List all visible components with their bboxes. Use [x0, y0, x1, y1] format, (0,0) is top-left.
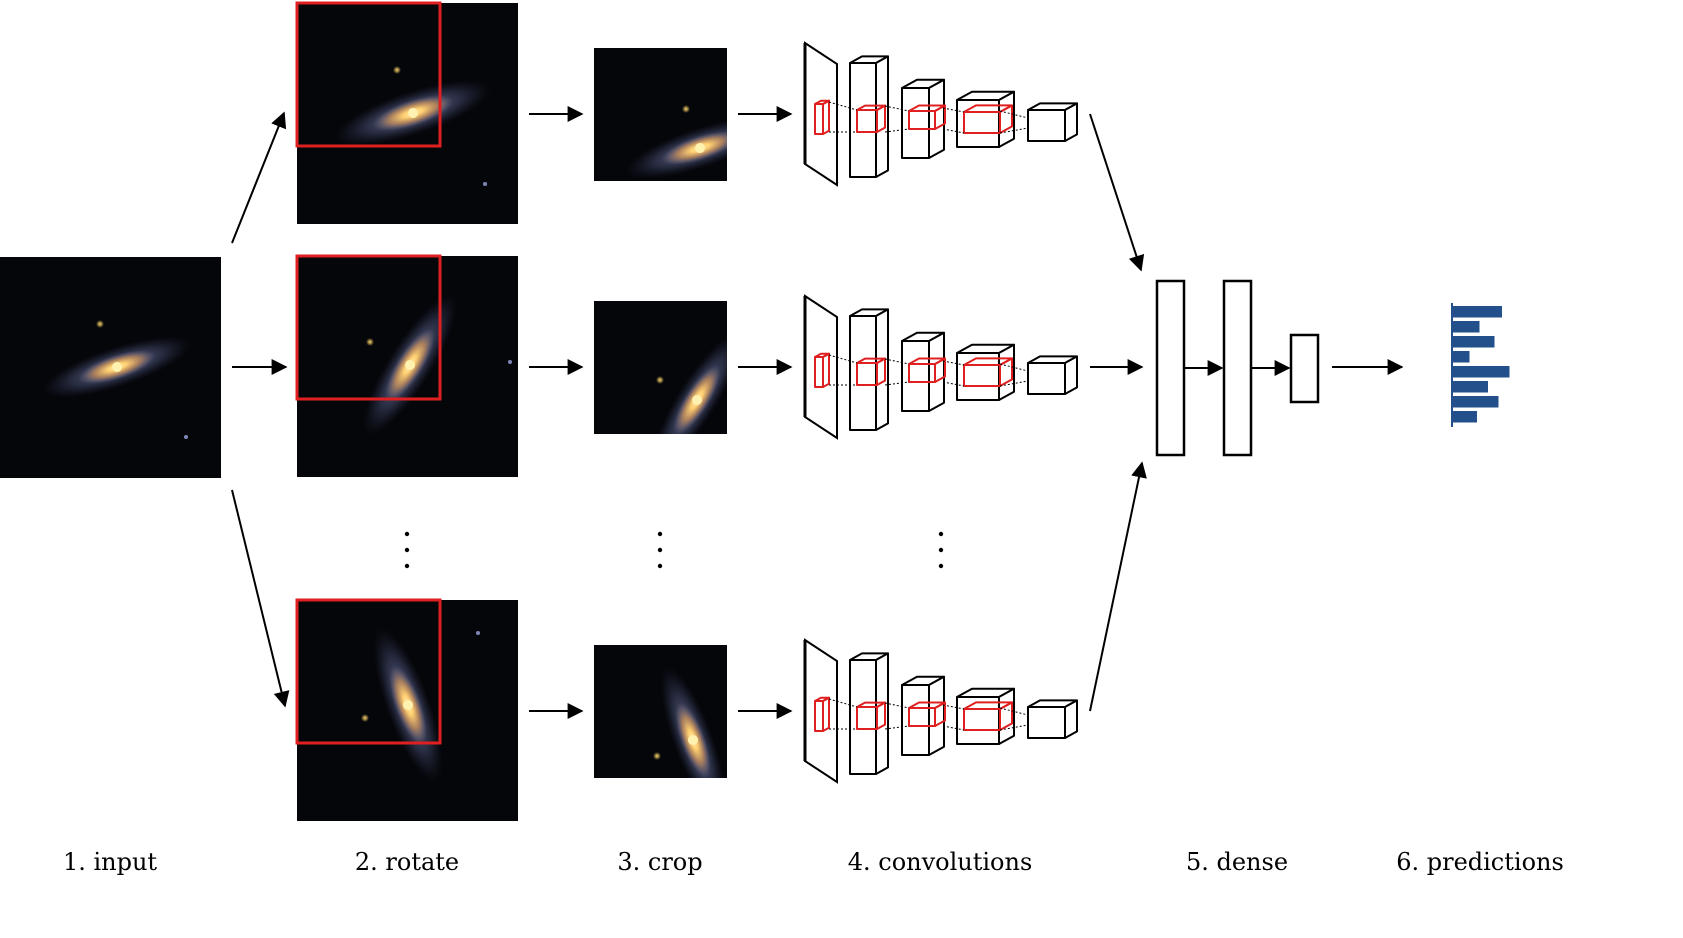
conv-stack-1: [803, 41, 1078, 187]
conv-input-slab: [803, 41, 838, 187]
stage-labels: 1. input 2. rotate 3. crop 4. convolutio…: [63, 848, 1564, 876]
conv-layer-1: [849, 308, 889, 431]
conv-kernel: [856, 701, 886, 730]
stage-label-rotate: 2. rotate: [355, 848, 459, 876]
conv-layer-3: [956, 90, 1015, 148]
rotated-image-1: [295, 1, 518, 224]
conv-kernel: [814, 99, 830, 135]
prediction-bar: [1452, 381, 1488, 393]
cropped-image-3: [594, 645, 727, 778]
dense-arrows: [1184, 359, 1404, 376]
cropped-image-2: [594, 301, 727, 434]
conv-layer-4: [1027, 355, 1078, 395]
conv-kernel: [814, 352, 830, 388]
star: [508, 360, 512, 364]
projection-lines: [828, 698, 1029, 731]
arrow: [231, 111, 287, 244]
star: [393, 66, 401, 74]
galaxy: [42, 336, 192, 398]
conv-layer-2: [901, 675, 945, 756]
star: [483, 182, 487, 186]
conv-kernel: [908, 701, 946, 727]
conv-kernel: [908, 104, 946, 130]
stage-label-convolutions: 4. convolutions: [848, 848, 1033, 876]
conv-layer-1: [849, 652, 889, 775]
conv-layer-3: [956, 343, 1015, 401]
conv-kernel: [963, 357, 1013, 387]
star: [184, 435, 188, 439]
conv-kernel: [856, 104, 886, 133]
projection-lines: [828, 101, 1029, 134]
conv-layer-4: [1027, 102, 1078, 142]
conv-layer-2: [901, 331, 945, 412]
prediction-bar: [1452, 306, 1502, 318]
prediction-bar: [1452, 336, 1495, 348]
conv-layer-4: [1027, 699, 1078, 739]
ellipsis-dots: [404, 531, 944, 569]
projection-lines: [828, 354, 1029, 387]
dense-layers: [1155, 279, 1320, 457]
conv-layer-1: [849, 55, 889, 178]
arrow: [1089, 461, 1147, 712]
conv-kernel: [963, 701, 1013, 731]
conv-kernel: [814, 696, 830, 732]
crop-box: [295, 1, 442, 148]
conv-kernel: [908, 357, 946, 383]
stage-label-input: 1. input: [63, 848, 157, 876]
stage-label-crop: 3. crop: [617, 848, 702, 876]
conv-input-slab: [803, 638, 838, 784]
merge-arrows: [1089, 113, 1147, 712]
conv-kernel: [856, 357, 886, 386]
prediction-bar: [1452, 396, 1499, 408]
conv-stack-3: [803, 638, 1078, 784]
star: [366, 338, 374, 346]
dense-layer-2: [1222, 279, 1253, 457]
prediction-bar: [1452, 321, 1480, 333]
stage-label-predictions: 6. predictions: [1396, 848, 1564, 876]
conv-layer-2: [901, 78, 945, 159]
arrow: [231, 489, 290, 708]
conv-layer-3: [956, 687, 1015, 745]
cropped-image-1: [594, 48, 727, 181]
prediction-bar: [1452, 411, 1477, 423]
rotated-image-3: [295, 598, 518, 821]
stage-arrows: [529, 106, 793, 719]
star: [96, 320, 104, 328]
input-image: [0, 257, 221, 478]
dense-layer-1: [1155, 279, 1186, 457]
crop-box: [295, 598, 442, 745]
star: [476, 631, 480, 635]
conv-input-slab: [803, 294, 838, 440]
rotated-image-2: [295, 254, 518, 477]
prediction-bar: [1452, 351, 1470, 363]
fan-out-arrows: [231, 111, 290, 708]
crop-box: [295, 254, 442, 401]
predictions-chart: [1451, 303, 1510, 427]
conv-kernel: [963, 104, 1013, 134]
conv-stack-2: [803, 294, 1078, 440]
galaxy: [334, 80, 492, 146]
convolution-stacks: [803, 41, 1078, 784]
dense-output-layer: [1289, 333, 1320, 404]
stage-label-dense: 5. dense: [1186, 848, 1288, 876]
star: [361, 714, 369, 722]
prediction-bar: [1452, 366, 1510, 378]
arrow: [1089, 113, 1145, 272]
